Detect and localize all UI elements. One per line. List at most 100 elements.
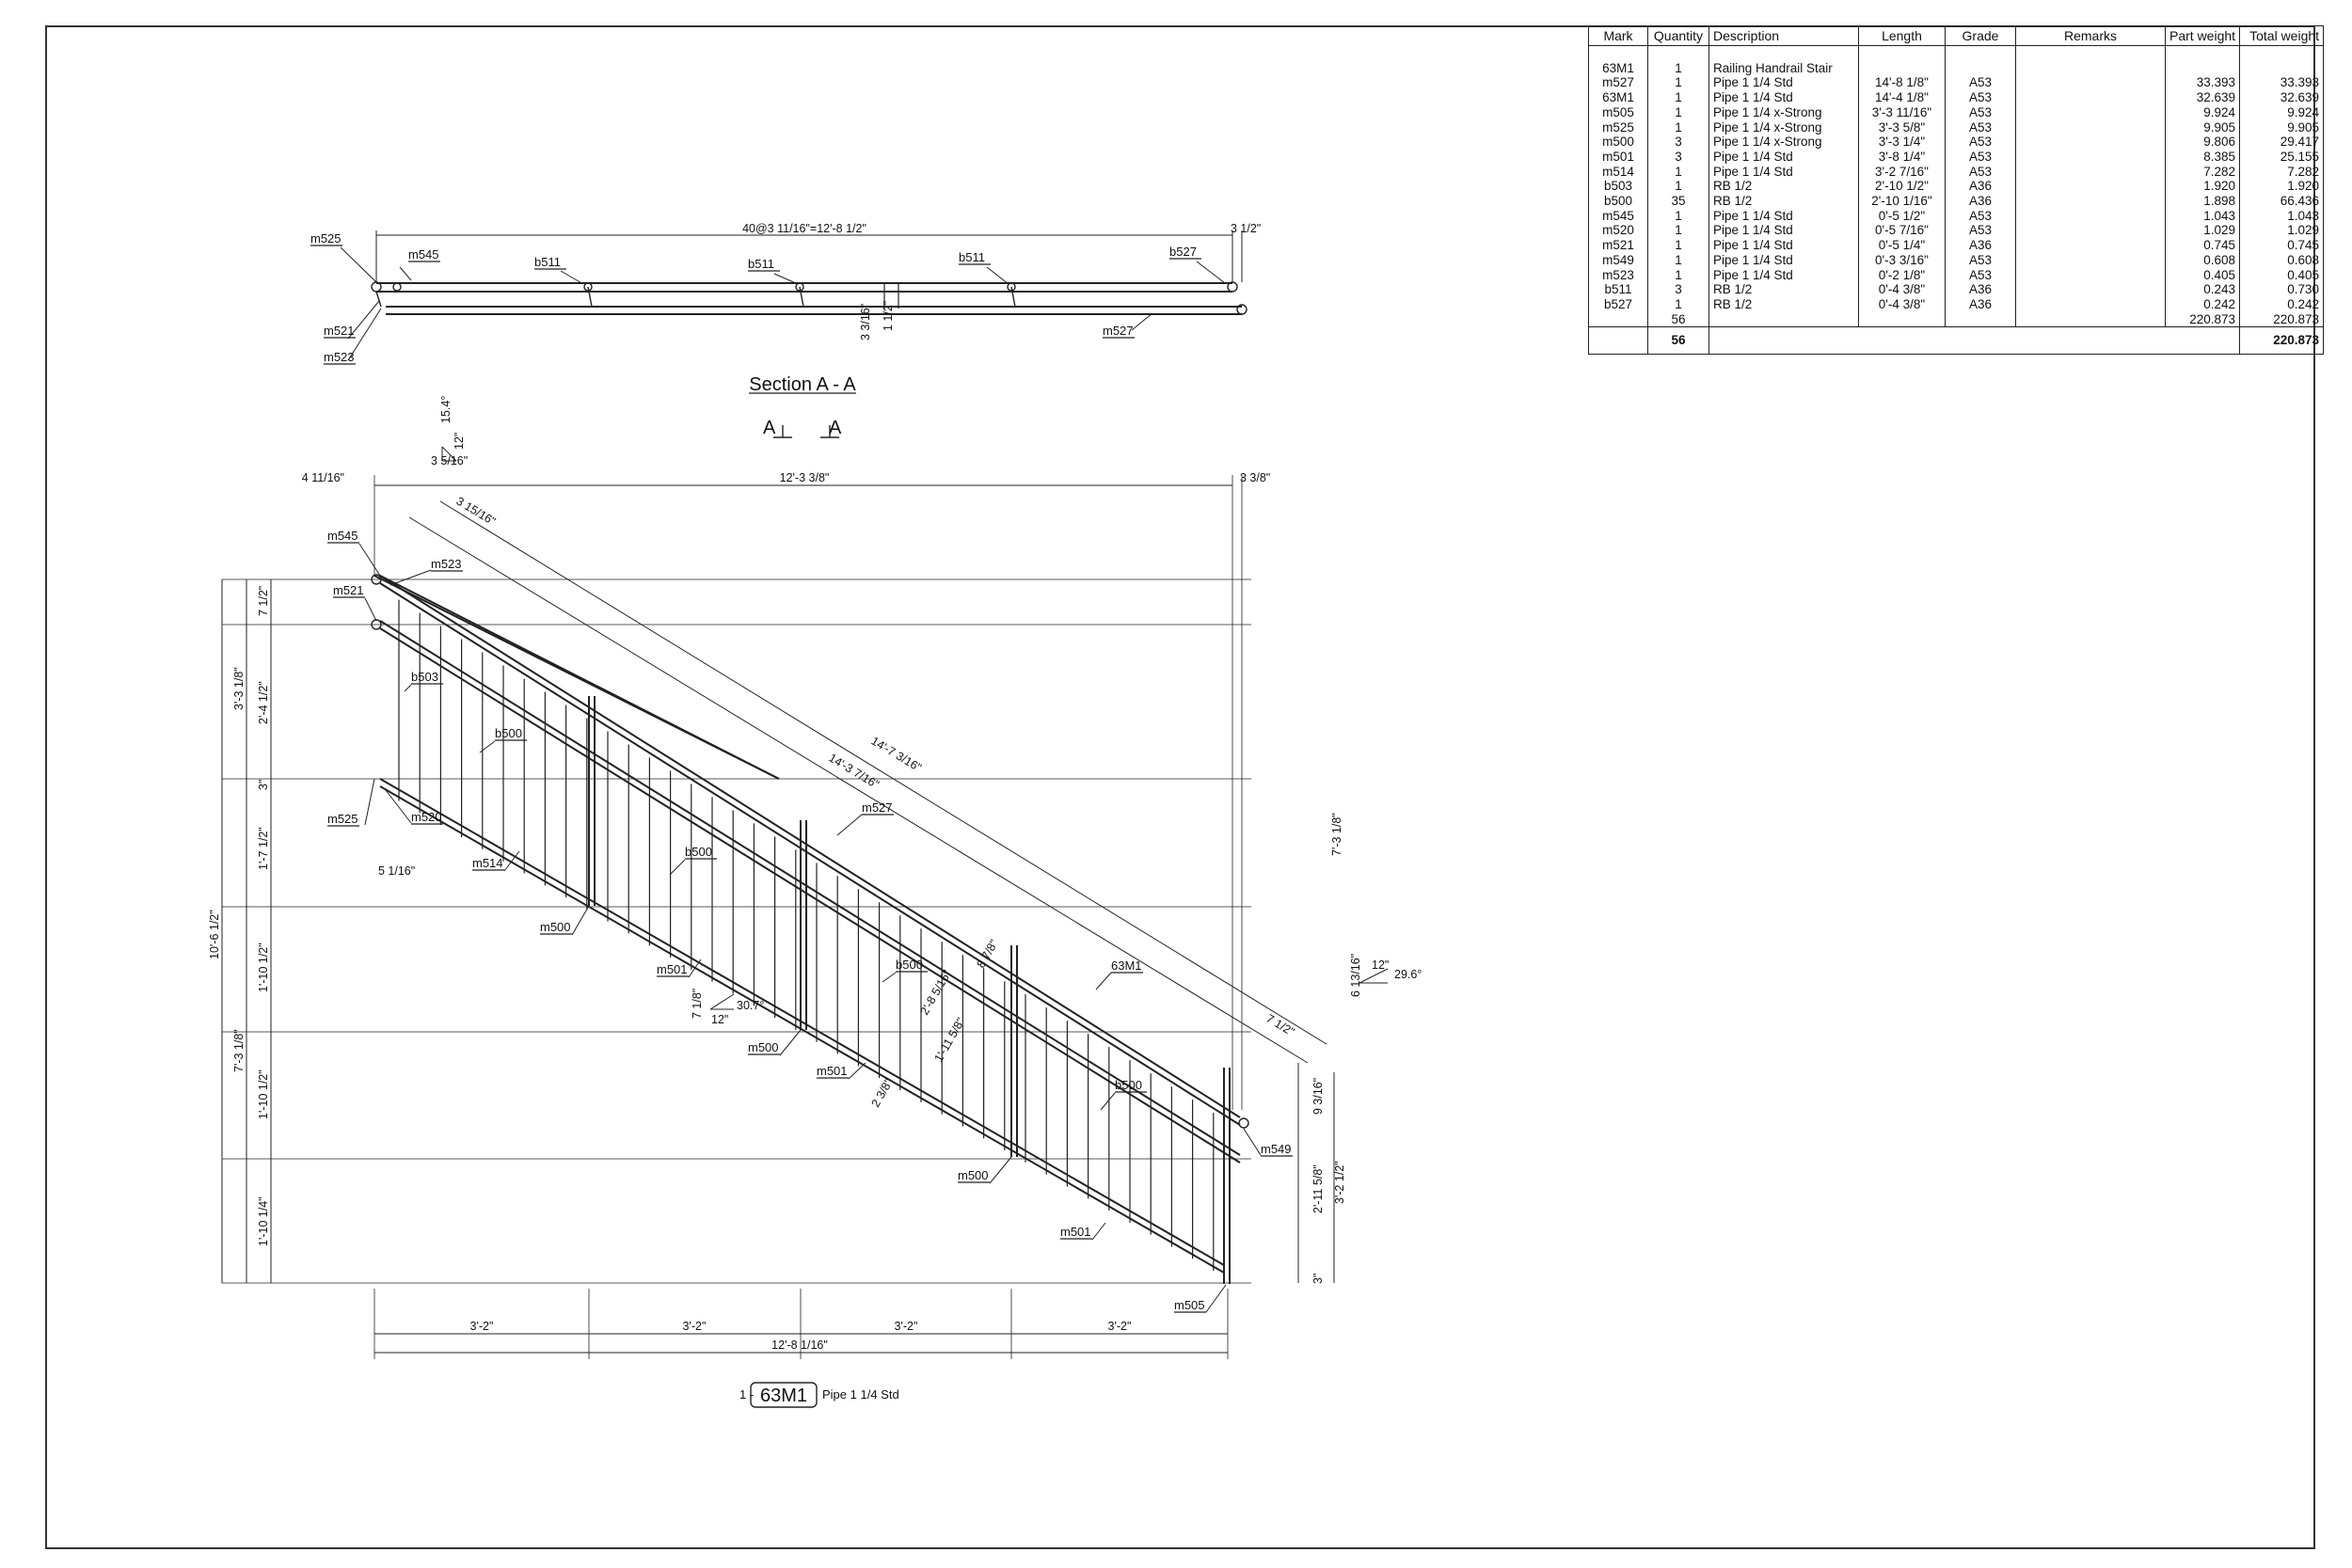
plan-leader: [1131, 312, 1153, 331]
bom-cell-pw: 9.806: [2164, 135, 2241, 150]
label-leader: [1243, 1128, 1262, 1156]
label-m520: m520: [411, 810, 442, 824]
bom-cell-tw: 32.639: [2239, 90, 2325, 105]
bom-cell-grade: A53: [1945, 208, 2016, 224]
label-m500: m500: [540, 920, 571, 934]
plan-post-circle: [1007, 282, 1016, 292]
label-m501: m501: [657, 962, 688, 976]
label-m505: m505: [1174, 1298, 1205, 1312]
bom-cell-mark: b503: [1588, 179, 1648, 195]
bom-cell-tw: 33.393: [2239, 75, 2325, 91]
bom-cell-tw: 1.043: [2239, 208, 2325, 224]
dimension-left-v7: 1'-10 1/2": [257, 1069, 270, 1119]
dimension-inner-c: 2 3/8": [868, 1077, 895, 1110]
bom-cell-mark: m549: [1588, 252, 1648, 268]
bom-cell-grade: A53: [1945, 149, 2016, 165]
label-b500: b500: [495, 726, 522, 740]
bom-header-grade: Grade: [1945, 25, 2016, 46]
caption-mark: 63M1: [760, 1386, 807, 1406]
plan-post-circle: [795, 282, 804, 292]
slope-triangle: [1359, 968, 1389, 984]
label-leader: [848, 1062, 866, 1080]
label-m549: m549: [1261, 1142, 1292, 1156]
label-leader: [364, 778, 375, 826]
label-b503: b503: [411, 670, 438, 684]
dimension-left-v1: 7 1/2": [257, 586, 270, 616]
bom-cell-pw: 0.745: [2164, 238, 2241, 253]
bom-cell-grade: A53: [1945, 252, 2016, 268]
bom-cell-desc: RB 1/2: [1708, 282, 1859, 297]
bom-header-len: Length: [1858, 25, 1946, 46]
bom-cell-tw: [2239, 60, 2325, 76]
plan-end-dimension: 3 1/2": [1231, 222, 1261, 235]
plan-leader: [773, 273, 799, 285]
bom-cell-grade: A53: [1945, 223, 2016, 239]
bom-cell-desc: Pipe 1 1/4 Std: [1708, 252, 1859, 268]
bom-cell-mark: b500: [1588, 194, 1648, 209]
dim-line: [408, 516, 1309, 1064]
plan-post-line: [587, 286, 593, 308]
bom-cell-len: 3'-3 1/4": [1858, 135, 1946, 150]
dimension-right-slope-angle: 29.6°: [1394, 968, 1422, 981]
dimension-left-v8: 1'-10 1/4": [257, 1196, 270, 1246]
drawing-geometry: [221, 230, 1389, 1408]
bom-cell-tw: 220.873: [2239, 311, 2325, 328]
bom-cell-grade: A53: [1945, 119, 2016, 135]
label-m525: m525: [327, 812, 358, 826]
bom-cell-tw: 9.905: [2239, 119, 2325, 135]
bom-spacer-row: [1588, 45, 2325, 61]
dimension-mid-slope-angle: 30.7°: [737, 999, 764, 1012]
dimension-bottom-left: 5 1/16": [378, 864, 415, 878]
bom-cell-len: 0'-5 1/4": [1858, 238, 1946, 253]
dimension-inner-a: 2'-8 5/16": [917, 968, 953, 1018]
bom-cell-len: 0'-4 3/8": [1858, 282, 1946, 297]
section-marker-right: A: [829, 418, 842, 438]
bom-cell-tw: 1.920: [2239, 179, 2325, 195]
label-leader: [989, 1156, 1012, 1184]
label-leader: [779, 1029, 802, 1056]
caption-prefix: 1 -: [739, 1387, 754, 1402]
bom-cell-pw: 32.639: [2164, 90, 2241, 105]
plan-label-m523: m523: [324, 350, 355, 364]
label-leader: [404, 684, 412, 692]
plan-end-circle: [1236, 304, 1248, 315]
bom-cell-mark: m545: [1588, 208, 1648, 224]
dimension-inner-b: 1'-11 5/8": [931, 1016, 967, 1065]
section-title: Section A - A: [749, 374, 856, 395]
bom-cell-pw: 9.924: [2164, 104, 2241, 120]
plan-rail-return: [375, 291, 382, 308]
bom-cell-pw: 1.920: [2164, 179, 2241, 195]
dimension-left-v4: 1'-7 1/2": [257, 827, 270, 870]
bom-cell-pw: 220.873: [2164, 311, 2241, 328]
bom-header-rem: Remarks: [2015, 25, 2166, 46]
bom-cell-pw: 7.282: [2164, 164, 2241, 180]
bom-cell-tw: 0.608: [2239, 252, 2325, 268]
bom-cell-grade: A53: [1945, 267, 2016, 283]
bom-cell-mark: b527: [1588, 296, 1648, 312]
bom-header-pw: Part weight: [2164, 25, 2241, 46]
dimension-bot3: 3'-2": [895, 1320, 918, 1333]
bom-cell-desc: Pipe 1 1/4 Std: [1708, 238, 1859, 253]
plan-label-b511: b511: [748, 257, 774, 271]
bom-cell-len: 3'-2 7/16": [1858, 164, 1946, 180]
label-leader: [358, 543, 381, 577]
label-m501: m501: [1060, 1225, 1091, 1239]
dimension-right-v3: 2'-11 5/8": [1311, 1164, 1325, 1213]
dimension-left-v9: 7'-3 1/8": [232, 1029, 246, 1072]
label-leader: [385, 789, 412, 824]
label-leader: [1091, 1222, 1106, 1241]
plan-label-b511: b511: [959, 250, 985, 264]
dimension-bot1: 3'-2": [470, 1320, 494, 1333]
plan-leader: [399, 266, 412, 281]
